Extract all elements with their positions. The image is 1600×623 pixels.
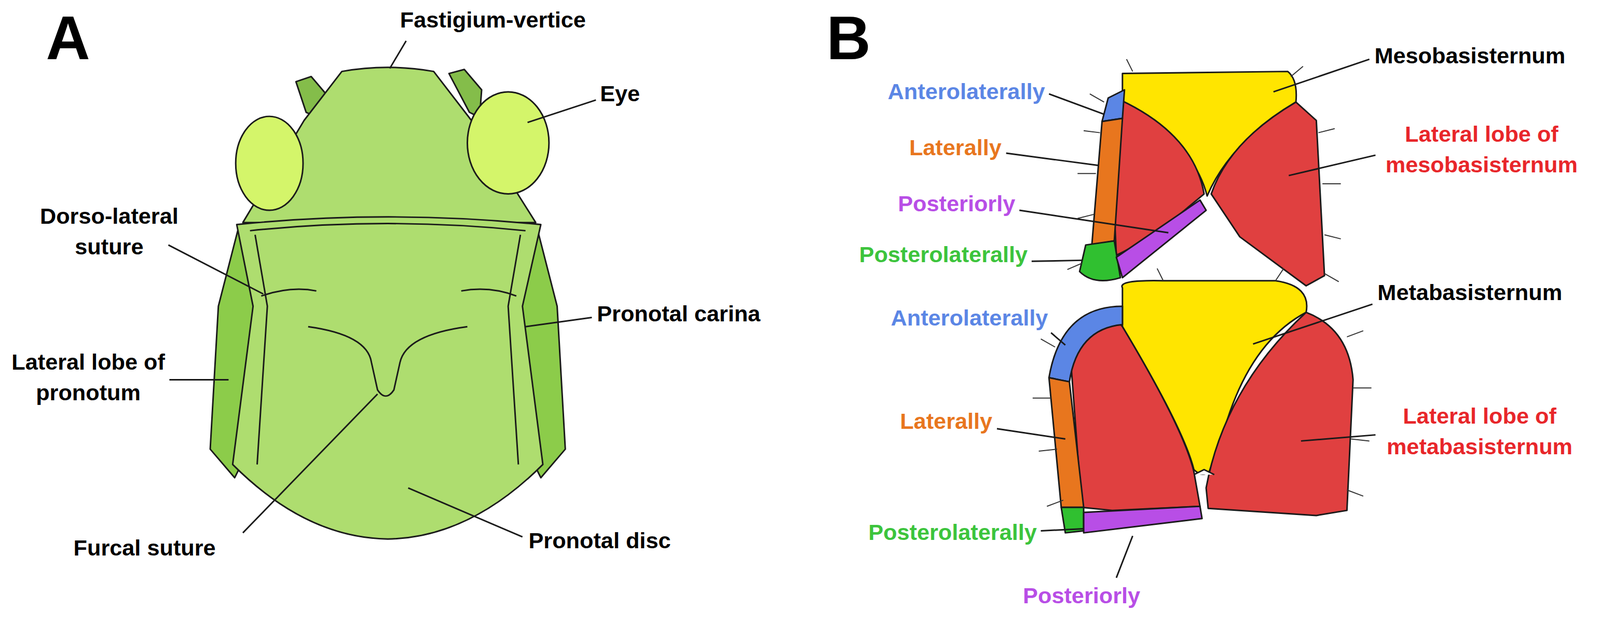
margin-label: Anterolaterally xyxy=(890,303,1048,334)
margin-label: Laterally xyxy=(899,406,993,437)
part-label: Dorso-lateral suture xyxy=(12,200,207,263)
part-label: Pronotal carina xyxy=(596,298,761,330)
basisternum-figure xyxy=(1048,71,1353,533)
part-label: Metabasisternum xyxy=(1377,277,1563,309)
lobe-label: Lateral lobe of mesobasisternum xyxy=(1369,119,1595,181)
margin-label: Posteriorly xyxy=(897,188,1016,220)
lobe-label: Lateral lobe of metabasisternum xyxy=(1367,401,1593,463)
margin-label: Anterolaterally xyxy=(887,76,1046,107)
margin-label: Posterolaterally xyxy=(859,239,1029,271)
margin-label: Posterolaterally xyxy=(868,517,1037,549)
leader-lines xyxy=(168,40,1376,578)
panel-letter: B xyxy=(826,5,871,73)
part-label: Eye xyxy=(599,78,640,109)
part-label: Mesobasisternum xyxy=(1374,40,1566,72)
part-label: Pronotal disc xyxy=(528,525,671,557)
panel-letter: A xyxy=(45,5,90,73)
part-label: Fastigium-vertice xyxy=(400,5,586,36)
part-label: Lateral lobe of pronotum xyxy=(4,347,173,409)
part-label: Furcal suture xyxy=(73,532,216,564)
pronotum-figure xyxy=(210,67,566,539)
margin-label: Posteriorly xyxy=(1022,580,1141,612)
margin-label: Laterally xyxy=(909,132,1002,164)
